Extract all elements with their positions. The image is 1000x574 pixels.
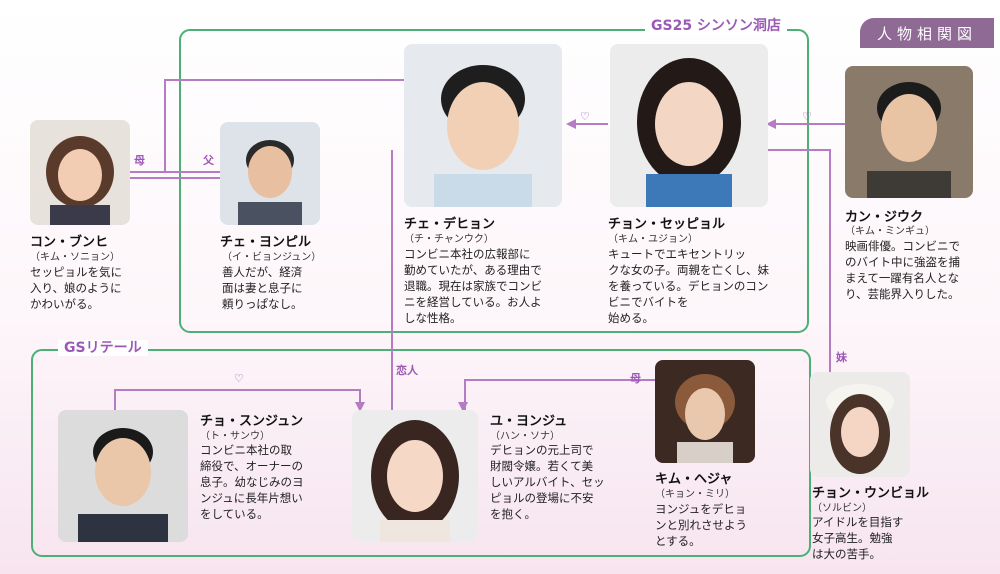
kang-reading: （キム・ミンギュ）	[845, 226, 935, 237]
sj-photo	[58, 410, 188, 542]
store-group-border	[179, 29, 809, 333]
mother-label: 母	[134, 154, 145, 167]
chart-title-badge: 人物相関図	[860, 18, 994, 48]
eb-desc: アイドルを目指す 女子高生。勉強 は大の苦手。	[812, 515, 904, 561]
kang-name: カン・ジウク	[845, 210, 924, 225]
sister-label: 妹	[836, 351, 847, 364]
dh-reading: （チ・チャンウク）	[404, 234, 494, 245]
mother2-label: 母	[630, 372, 641, 385]
kong-desc: セッピョルを気に 入り、娘のように かわいがる。	[30, 265, 122, 311]
sj-name: チョ・スンジュン	[200, 414, 304, 429]
parents-to-dh-line	[164, 79, 405, 172]
sj-reading: （ト・サンウ）	[200, 431, 270, 442]
kong-photo	[30, 120, 130, 225]
retail-group-label: GSリテール	[58, 340, 148, 356]
sb-photo	[610, 44, 768, 207]
mother-yj-line	[464, 379, 655, 410]
heart-icon: ♡	[234, 372, 244, 385]
dh-desc: コンビニ本社の広報部に 勤めていたが、ある理由で 退職。現在は家族でコンビ ニを…	[404, 247, 542, 325]
sj-desc: コンビニ本社の取 締役で、オーナーの 息子。幼なじみのヨ ンジュに長年片想い を…	[200, 443, 304, 521]
eb-reading: （ソルビン）	[812, 503, 872, 514]
kang-desc: 映画俳優。コンビニで のバイト中に強盗を捕 まえて一躍有名人とな り、芸能界入り…	[845, 239, 960, 301]
sister-line	[768, 149, 831, 372]
store-group-label: GS25 シンソン洞店	[645, 18, 787, 34]
choeyp-desc: 善人だが、経済 面は妻と息子に 頼りっぱなし。	[222, 265, 303, 311]
yj-name: ユ・ヨンジュ	[490, 414, 568, 429]
yj-desc: デヒョンの元上司で 財閥令嬢。若くて美 しいアルバイト、セッ ピョルの登場に不安…	[490, 443, 605, 521]
hj-desc: ヨンジュをデヒョ ンと別れさせよう とする。	[655, 502, 747, 548]
eb-photo	[810, 372, 910, 477]
heart-icon: ♡	[580, 110, 590, 123]
kong-reading: （キム・ソニョン）	[30, 252, 120, 263]
choeyp-photo	[220, 122, 320, 225]
sb-name: チョン・セッピョル	[608, 217, 726, 232]
lover-label: 恋人	[396, 364, 418, 377]
sj-to-yj-line	[114, 389, 361, 410]
choeyp-name: チェ・ヨンピル	[220, 235, 312, 250]
heart-icon: ♡	[802, 110, 812, 123]
hj-reading: （キョン・ミリ）	[655, 489, 735, 500]
dh-name: チェ・デヒョン	[404, 217, 496, 232]
sb-desc: キュートでエキセントリッ クな女の子。両親を亡くし、妹を養っている。デヒョンのコ…	[608, 247, 769, 325]
eb-name: チョン・ウンビョル	[812, 486, 930, 501]
father-label: 父	[203, 154, 214, 167]
dh-photo	[404, 44, 562, 207]
yj-photo	[352, 410, 478, 542]
choeyp-reading: （イ・ビョンジュン）	[222, 252, 322, 263]
kong-name: コン・ブンヒ	[30, 235, 109, 250]
hj-photo	[655, 360, 755, 463]
hj-name: キム・ヘジャ	[655, 472, 733, 487]
kang-photo	[845, 66, 973, 198]
yj-reading: （ハン・ソナ）	[490, 431, 560, 442]
sb-reading: （キム・ユジョン）	[608, 234, 698, 245]
